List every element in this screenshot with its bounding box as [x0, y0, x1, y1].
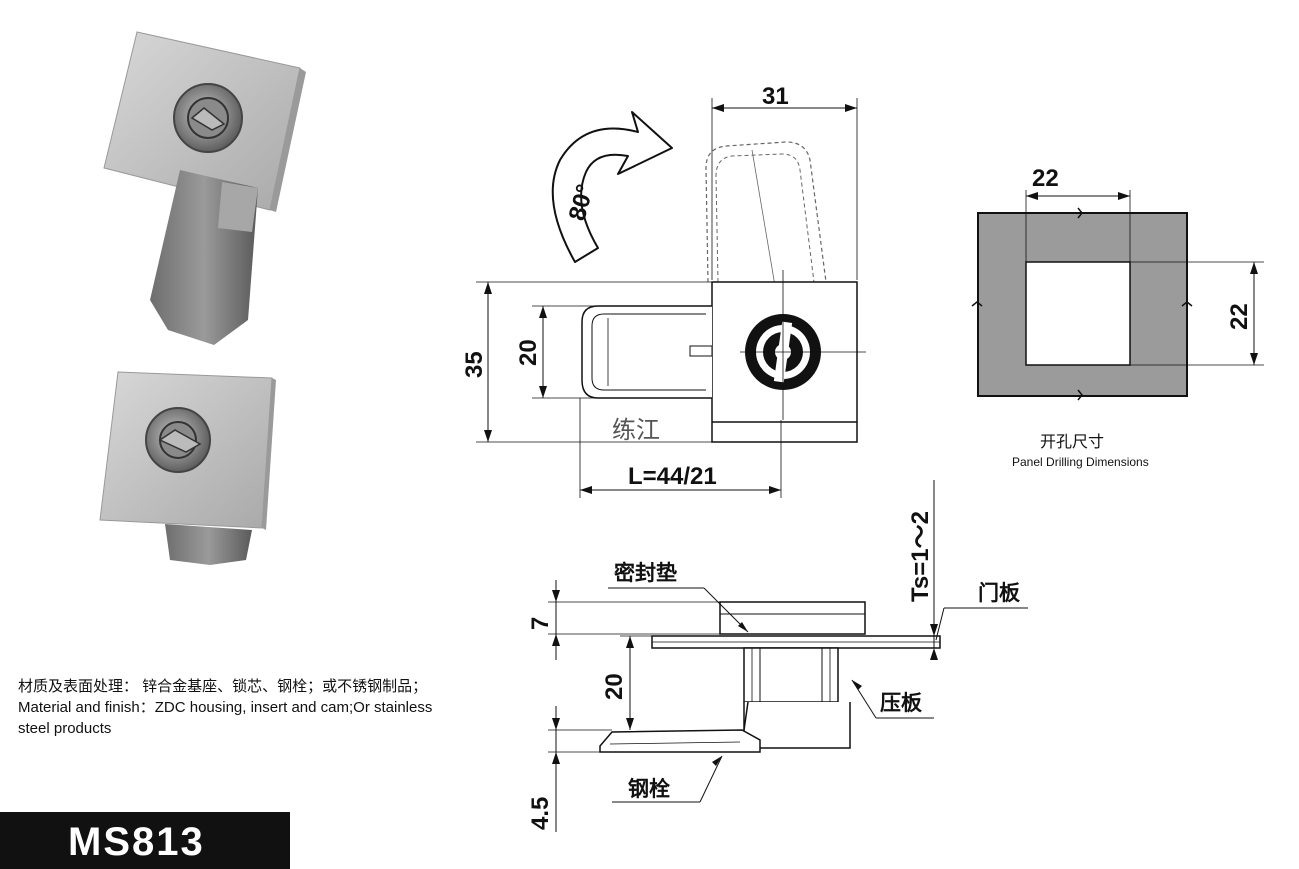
dim-length: L=44/21: [628, 463, 717, 490]
dim-20-side: 20: [601, 673, 628, 700]
side-view-drawing: [548, 480, 1028, 832]
label-door-panel: 门板: [978, 581, 1021, 605]
label-pressure-plate: 压板: [880, 691, 923, 715]
panel-drilling-drawing: [971, 190, 1264, 401]
model-banner: [0, 812, 290, 869]
drill-dim-width: 22: [1032, 165, 1059, 192]
product-photo-top: [103, 31, 306, 345]
dim-4-5: 4.5: [527, 797, 554, 830]
drill-caption-en: Panel Drilling Dimensions: [1012, 455, 1149, 469]
watermark-text: 练江: [612, 416, 660, 444]
dim-height-35: 35: [461, 351, 488, 378]
label-cam: 钢栓: [628, 777, 670, 801]
dim-7: 7: [527, 617, 554, 630]
material-description: 材质及表面处理： 锌合金基座、锁芯、钢栓；或不锈钢制品； Material an…: [18, 676, 448, 739]
material-text-cn: 材质及表面处理： 锌合金基座、锁芯、钢栓；或不锈钢制品；: [18, 678, 428, 695]
front-view-drawing: [476, 98, 866, 498]
drill-caption-cn: 开孔尺寸: [1040, 432, 1105, 451]
label-gasket: 密封垫: [614, 561, 677, 585]
drill-dim-height: 22: [1226, 303, 1253, 330]
model-number: MS813: [68, 820, 205, 864]
dim-inner-height-20: 20: [515, 339, 542, 366]
rotation-arrow-icon: [551, 111, 673, 263]
product-photo-bottom: [99, 371, 276, 565]
dim-width-31: 31: [762, 83, 789, 110]
material-text-en: Material and finish：ZDC housing, insert …: [18, 699, 433, 737]
dim-thickness: Ts=1～2: [907, 511, 934, 602]
